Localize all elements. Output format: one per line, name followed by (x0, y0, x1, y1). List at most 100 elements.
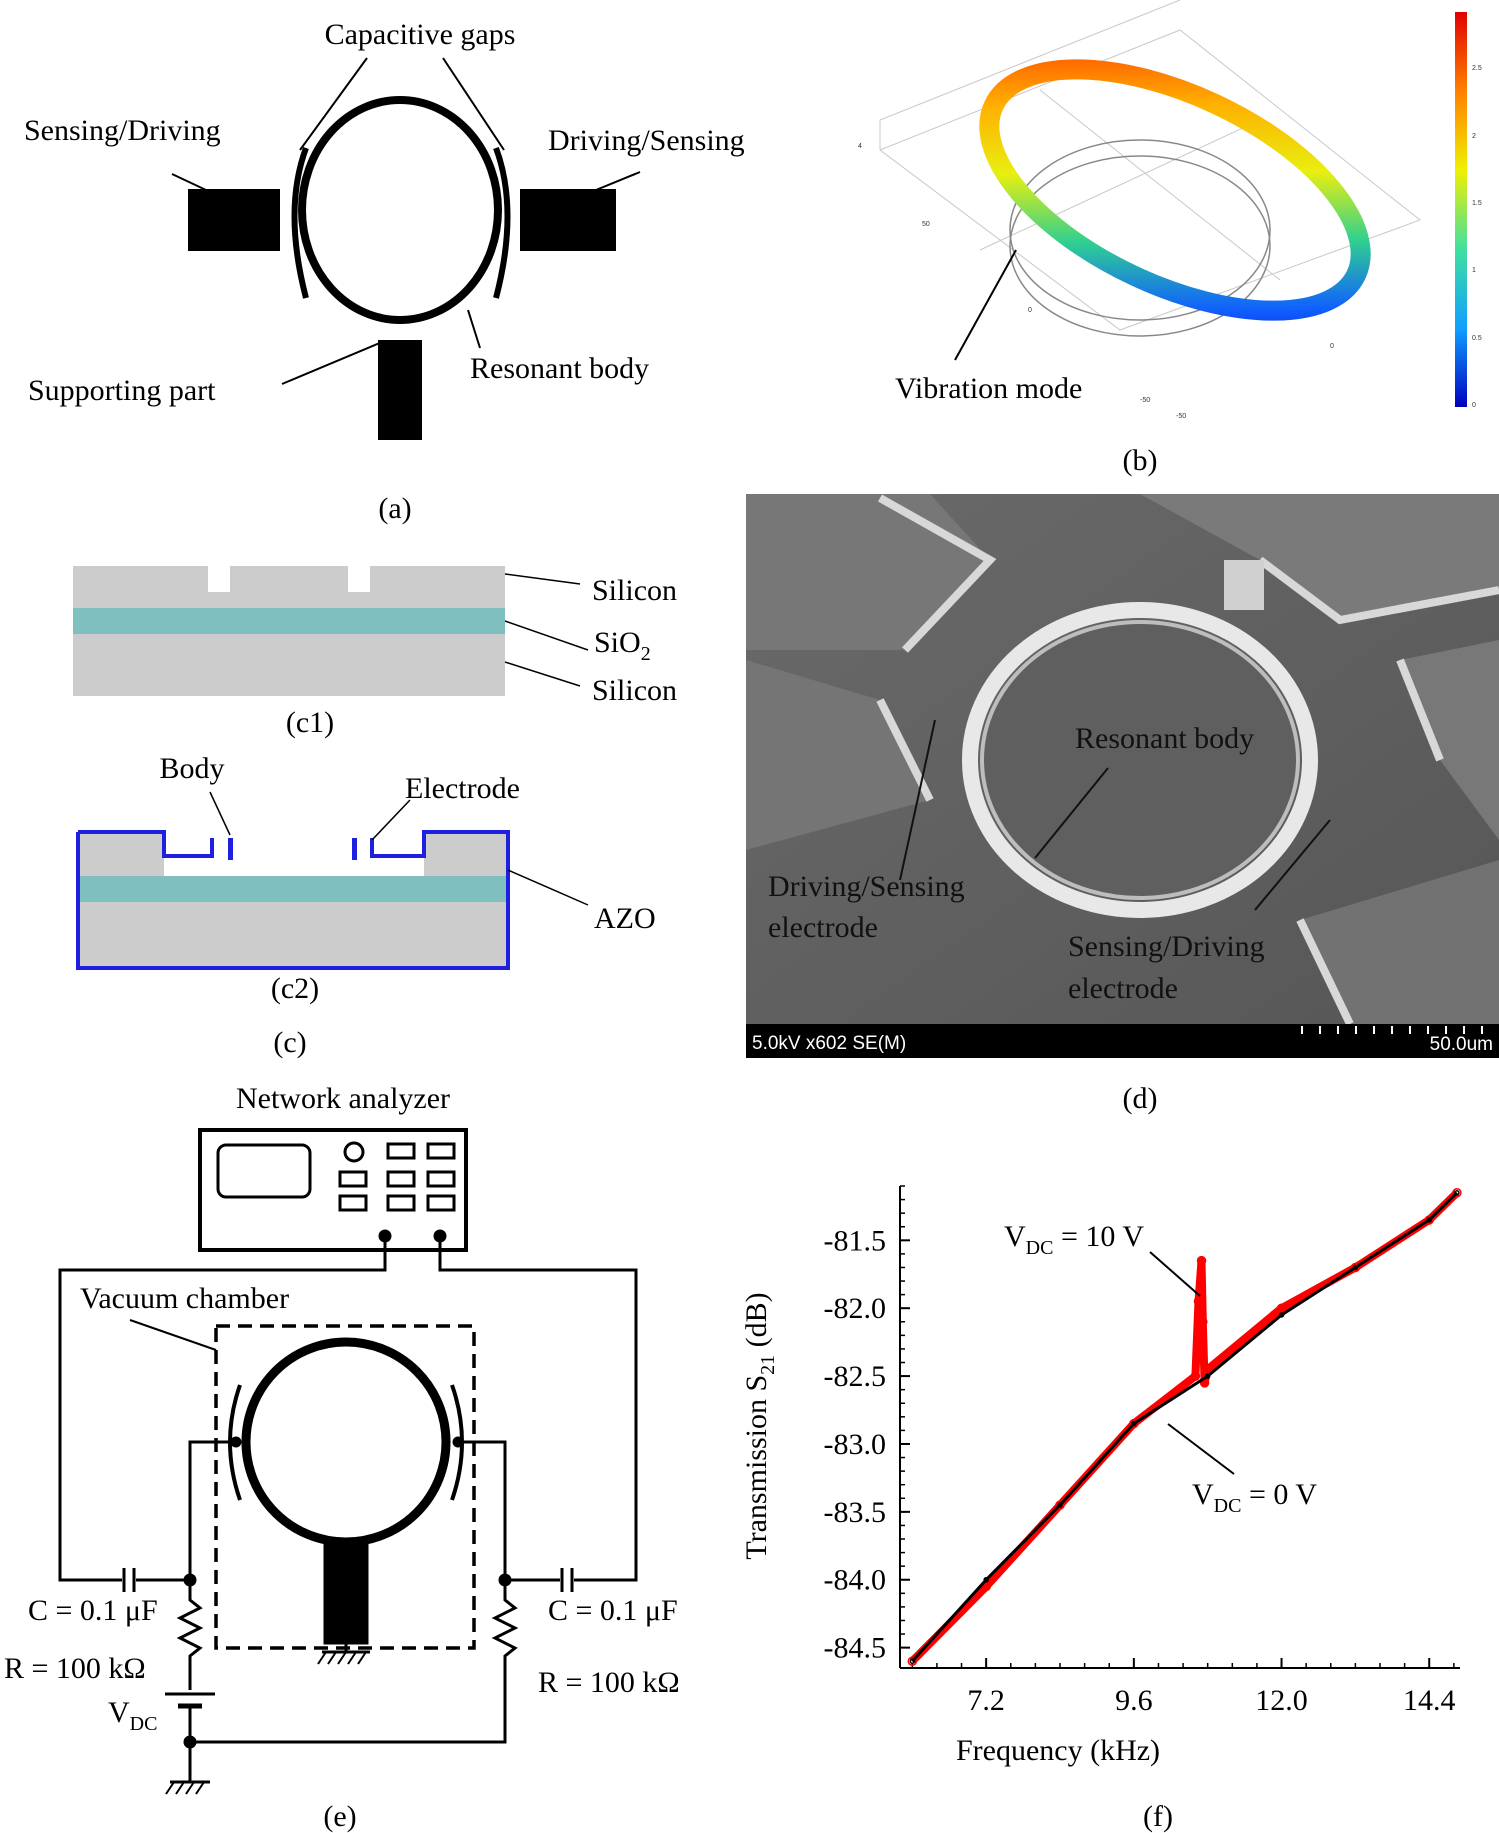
y-tick-label: -83.0 (824, 1428, 887, 1461)
axis-tick: -50 (1176, 413, 1186, 420)
left-electrode-pad (188, 189, 280, 251)
wire-left-loop (58, 1270, 122, 1582)
label-vdc: VDC (108, 1696, 157, 1735)
c2-azo-outline (76, 830, 510, 970)
data-point (1350, 1262, 1361, 1273)
leader-silicon-bottom (504, 661, 581, 687)
circuit-ring (241, 1337, 451, 1547)
c1-silicon-top (73, 566, 505, 608)
deformed-ring (979, 59, 1371, 321)
left-gap-electrode (291, 146, 309, 299)
sem-scale-ticks (1301, 1026, 1483, 1034)
data-point (1278, 1312, 1285, 1318)
resistor-right (190, 1580, 519, 1744)
data-point (1198, 1317, 1208, 1327)
leader-driving-sensing (595, 171, 641, 191)
circuit-contact-right (452, 1436, 464, 1448)
label-r-left: R = 100 kΩ (4, 1652, 146, 1685)
caption-d: (d) (1123, 1082, 1158, 1115)
network-analyzer-box (198, 1128, 468, 1252)
leader-body (209, 791, 231, 836)
c2-sio2 (78, 876, 508, 902)
sem-pad-top-right (1140, 494, 1499, 620)
label-c-right: C = 0.1 μF (548, 1594, 678, 1627)
sem-pad-left (746, 660, 930, 850)
leader-supporting-part (281, 341, 383, 385)
label-driving-sensing: Driving/Sensing (548, 124, 745, 157)
axis-tick: 0 (1028, 307, 1032, 314)
y-tick-label: -84.5 (824, 1632, 887, 1665)
data-point (1452, 1188, 1462, 1198)
label-electrode: Electrode (405, 772, 520, 805)
data-point (983, 1576, 989, 1583)
annotation-vdc-10v: VDC = 10 V (1004, 1220, 1144, 1259)
label-silicon-top: Silicon (592, 574, 677, 607)
data-point (1454, 1190, 1460, 1196)
data-point (1057, 1502, 1063, 1508)
chart-ylabel-unit: (dB) (740, 1292, 773, 1355)
analyzer-knob (343, 1141, 365, 1163)
label-driving-sensing-1: Driving/Sensing (768, 870, 965, 903)
sem-pad-right (1400, 640, 1499, 840)
undeformed-ring-bottom (1009, 155, 1271, 337)
annotation-10v-rest: = 10 V (1053, 1220, 1144, 1253)
c1-trench-left (208, 566, 230, 592)
label-silicon-bottom: Silicon (592, 674, 677, 707)
support-stem (378, 340, 422, 440)
colorbar-tick: 2.5 (1472, 65, 1482, 72)
annotation-10v-v: V (1004, 1220, 1026, 1253)
leader-electrode (371, 799, 411, 841)
sem-info: 5.0kV x602 SE(M) (752, 1033, 906, 1054)
data-point (1424, 1215, 1434, 1225)
sem-pad-edges (876, 494, 1499, 1026)
sem-ring-outer (962, 602, 1318, 918)
colorbar-tick: 0.5 (1472, 335, 1482, 342)
label-resonant-body: Resonant body (470, 352, 649, 385)
y-tick-label: -82.5 (824, 1360, 887, 1393)
x-tick-label: 12.0 (1255, 1684, 1308, 1717)
series-line-1 (911, 1191, 1458, 1663)
caption-f: (f) (1143, 1800, 1173, 1833)
c2-body-right (352, 838, 357, 860)
panel-b: Vibration mode 2.5 2 1.5 1 0.5 0 4 50 0 … (858, 0, 1482, 477)
data-point (1352, 1264, 1359, 1271)
annotation-0v-sub: DC (1214, 1495, 1242, 1517)
circuit-contact-left (230, 1436, 242, 1448)
analyzer-buttons (338, 1142, 456, 1212)
data-point (1190, 1371, 1201, 1381)
label-azo: AZO (594, 902, 656, 935)
chart-series (907, 1188, 1462, 1666)
axis-ticks-3d: 4 50 0 0 -50 -50 (858, 143, 1334, 420)
data-point (1129, 1418, 1139, 1429)
wire-right-loop (574, 1270, 638, 1582)
c2-body-left (228, 838, 233, 860)
panel-a: Capacitive gaps Sensing/Driving Driving/… (24, 18, 745, 525)
leader-azo (507, 869, 589, 906)
ground-left-hatch (165, 1781, 205, 1795)
leader-sensing-driving-d (1254, 819, 1331, 911)
data-point (909, 1658, 916, 1664)
label-body: Body (159, 752, 224, 785)
x-tick-label: 14.4 (1403, 1684, 1456, 1717)
leader-resonant-body-d (1034, 767, 1109, 859)
label-capacitive-gaps: Capacitive gaps (325, 18, 516, 51)
sio2-text: SiO (594, 626, 641, 659)
data-point (1426, 1217, 1432, 1223)
label-supporting-part: Supporting part (28, 374, 216, 407)
data-point (1055, 1500, 1065, 1510)
y-tick-label: -83.5 (824, 1496, 887, 1529)
circuit-stem (323, 1539, 369, 1645)
label-sensing-driving: Sensing/Driving (24, 114, 221, 147)
leader-resonant-body (467, 309, 481, 349)
caption-c1: (c1) (286, 706, 334, 739)
series-line-0 (909, 1189, 1460, 1665)
leader-capgap-right (442, 57, 505, 151)
data-point (1131, 1420, 1137, 1427)
colorbar-tick: 2 (1472, 133, 1476, 140)
data-point (907, 1656, 918, 1666)
data-point (1276, 1303, 1287, 1313)
vdc-text: V (108, 1696, 130, 1729)
